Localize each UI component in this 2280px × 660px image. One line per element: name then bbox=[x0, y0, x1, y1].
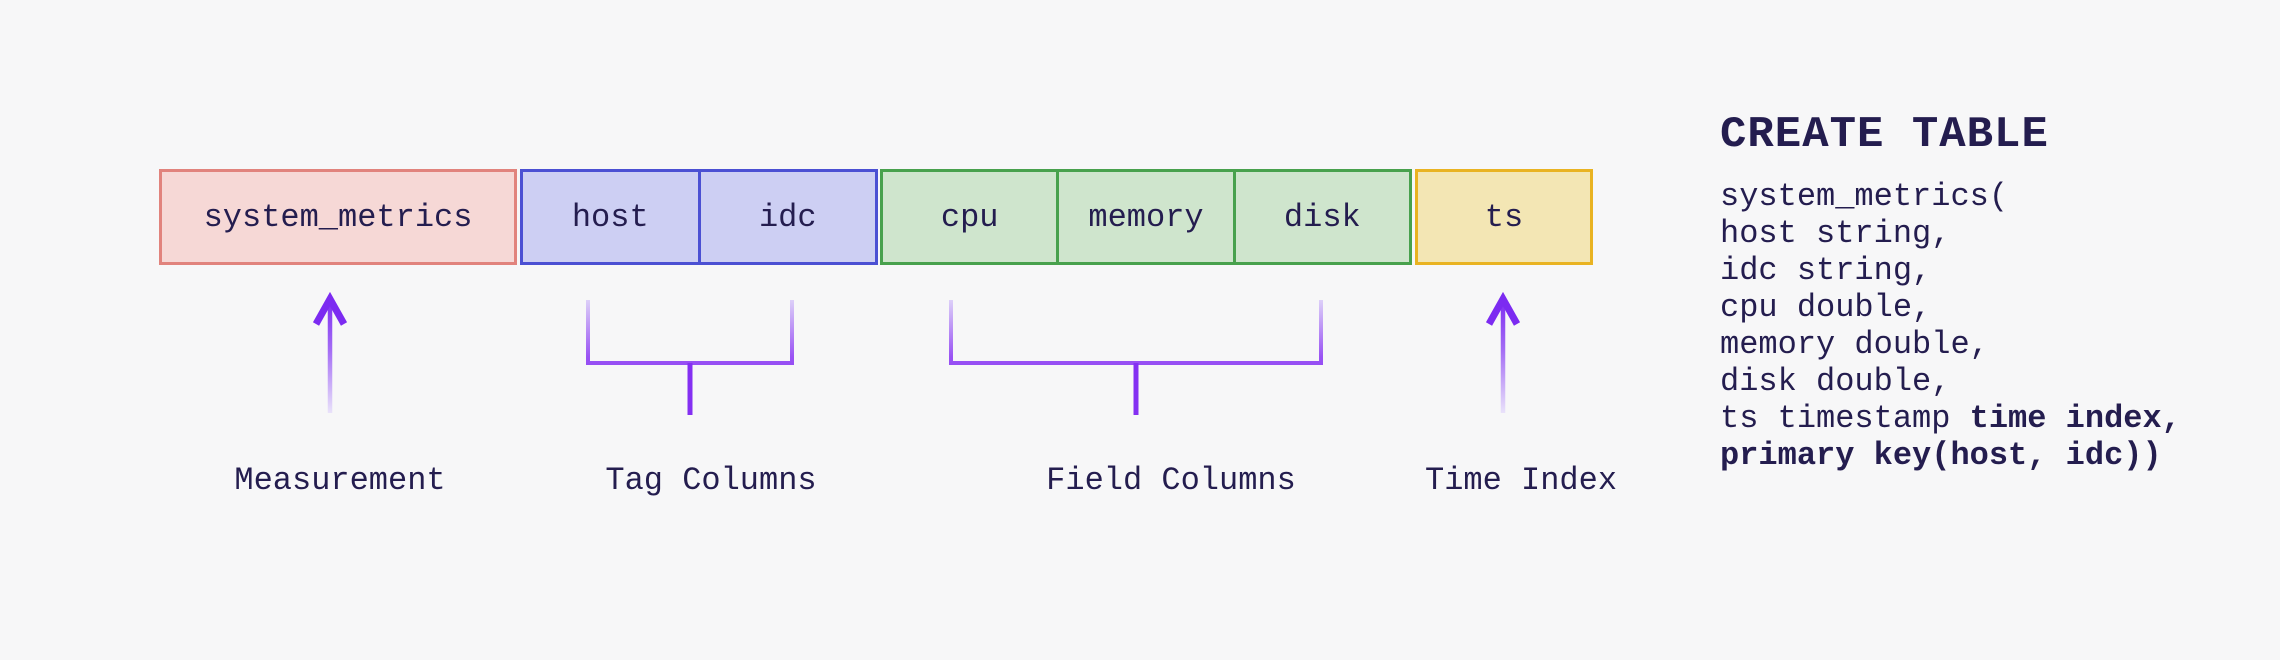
field-columns-label: Field Columns bbox=[1046, 462, 1296, 499]
measurement-arrow-head-icon bbox=[312, 291, 348, 326]
time-cell-ts: ts bbox=[1418, 172, 1590, 262]
tag-cell-host-label: host bbox=[571, 198, 649, 236]
sql-text-bold: time index, bbox=[1969, 400, 2181, 437]
sql-text: memory double, bbox=[1720, 326, 1989, 363]
sql-line-memory: memory double, bbox=[1720, 326, 2181, 363]
tag-cell-idc-label: idc bbox=[758, 198, 817, 236]
tag-cell-idc: idc bbox=[697, 172, 876, 262]
field-cell-memory: memory bbox=[1056, 172, 1232, 262]
sql-text: ts timestamp bbox=[1720, 400, 1970, 437]
field-cell-memory-label: memory bbox=[1088, 198, 1204, 236]
sql-text: cpu double, bbox=[1720, 289, 1932, 326]
sql-text: disk double, bbox=[1720, 363, 1951, 400]
field-cell-disk-label: disk bbox=[1283, 198, 1361, 236]
tag-columns-bracket bbox=[586, 300, 794, 365]
time-index-label: Time Index bbox=[1424, 462, 1618, 499]
measurement-box-group: system_metrics bbox=[159, 169, 517, 265]
field-columns-box-group: cpu memory disk bbox=[880, 169, 1412, 265]
field-cell-cpu-label: cpu bbox=[940, 198, 999, 236]
sql-line-primary-key: primary key(host, idc)) bbox=[1720, 437, 2181, 474]
sql-line-disk: disk double, bbox=[1720, 363, 2181, 400]
tag-columns-box-group: host idc bbox=[520, 169, 878, 265]
time-index-box-group: ts bbox=[1415, 169, 1593, 265]
field-cell-cpu: cpu bbox=[883, 172, 1056, 262]
sql-line-idc: idc string, bbox=[1720, 252, 2181, 289]
time-index-arrow-head-icon bbox=[1485, 291, 1521, 326]
sql-text-bold: primary key(host, idc)) bbox=[1720, 437, 2162, 474]
sql-line-ts: ts timestamp time index, bbox=[1720, 400, 2181, 437]
time-cell-ts-label: ts bbox=[1484, 198, 1524, 236]
field-cell-disk: disk bbox=[1232, 172, 1409, 262]
sql-code-block: system_metrics( host string, idc string,… bbox=[1720, 178, 2181, 474]
sql-heading: CREATE TABLE bbox=[1720, 110, 2049, 160]
sql-line-host: host string, bbox=[1720, 215, 2181, 252]
table-name-label: system_metrics bbox=[203, 198, 473, 236]
measurement-label: Measurement bbox=[234, 462, 446, 499]
tag-columns-label: Tag Columns bbox=[605, 462, 817, 499]
sql-text: idc string, bbox=[1720, 252, 1932, 289]
sql-line-cpu: cpu double, bbox=[1720, 289, 2181, 326]
field-columns-bracket bbox=[949, 300, 1323, 365]
sql-text: host string, bbox=[1720, 215, 1951, 252]
table-name-cell: system_metrics bbox=[162, 172, 514, 262]
tag-cell-host: host bbox=[523, 172, 698, 262]
sql-line-table-name: system_metrics( bbox=[1720, 178, 2181, 215]
sql-text: system_metrics( bbox=[1720, 178, 2009, 215]
